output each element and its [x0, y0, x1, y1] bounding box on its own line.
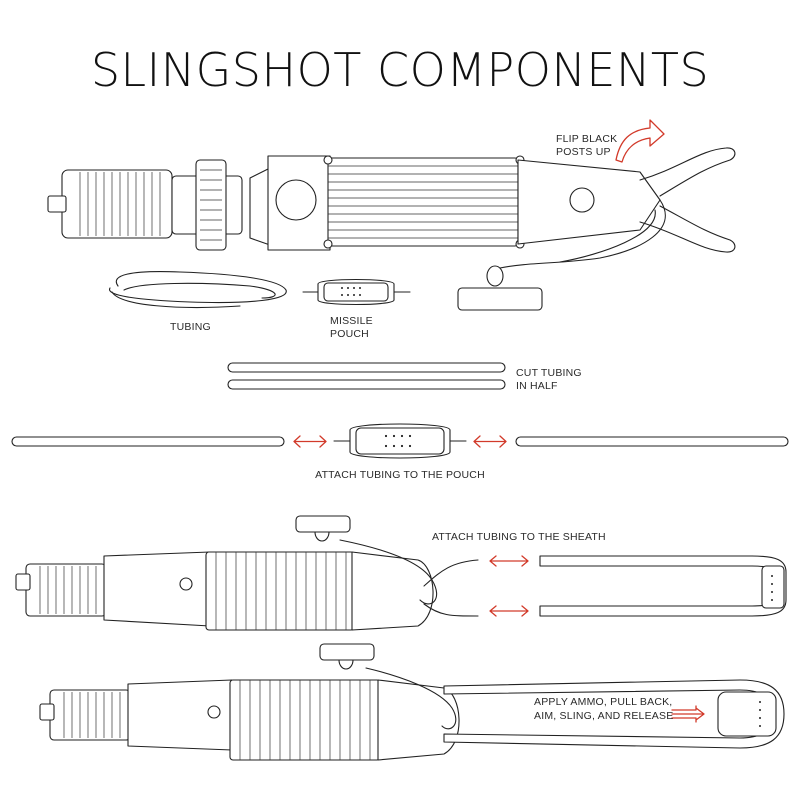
cut-label-line2: IN HALF [516, 380, 558, 392]
apply-label-line1: APPLY AMMO, PULL BACK, [534, 696, 672, 708]
page-title: SLINGSHOT COMPONENTS [91, 43, 709, 97]
pouch-label-line1: MISSILE [330, 315, 373, 327]
apply-label-line2: AIM, SLING, AND RELEASE [534, 710, 673, 722]
right-arrow-icon [671, 705, 705, 723]
attach-pouch-label: ATTACH TUBING TO THE POUCH [315, 469, 485, 481]
cut-tubing [227, 362, 506, 390]
double-arrow-icon [293, 435, 327, 448]
tubing-coil [109, 271, 287, 309]
attach-sheath-label: ATTACH TUBING TO THE SHEATH [432, 531, 606, 543]
sheath-assembled [39, 643, 785, 761]
tubing-label: TUBING [170, 321, 211, 333]
pouch-assembly [11, 423, 789, 459]
missile-pouch [302, 278, 411, 306]
double-arrow-icon [489, 555, 529, 567]
double-arrow-icon [489, 605, 529, 617]
sheath-top [47, 147, 736, 311]
pouch-label-line2: POUCH [330, 328, 369, 340]
sheath-middle [15, 515, 787, 631]
double-arrow-icon [473, 435, 507, 448]
flip-label-line2: POSTS UP [556, 146, 611, 158]
cut-label-line1: CUT TUBING [516, 367, 582, 379]
flip-label-line1: FLIP BLACK [556, 133, 617, 145]
curved-arrow-icon [615, 119, 665, 163]
